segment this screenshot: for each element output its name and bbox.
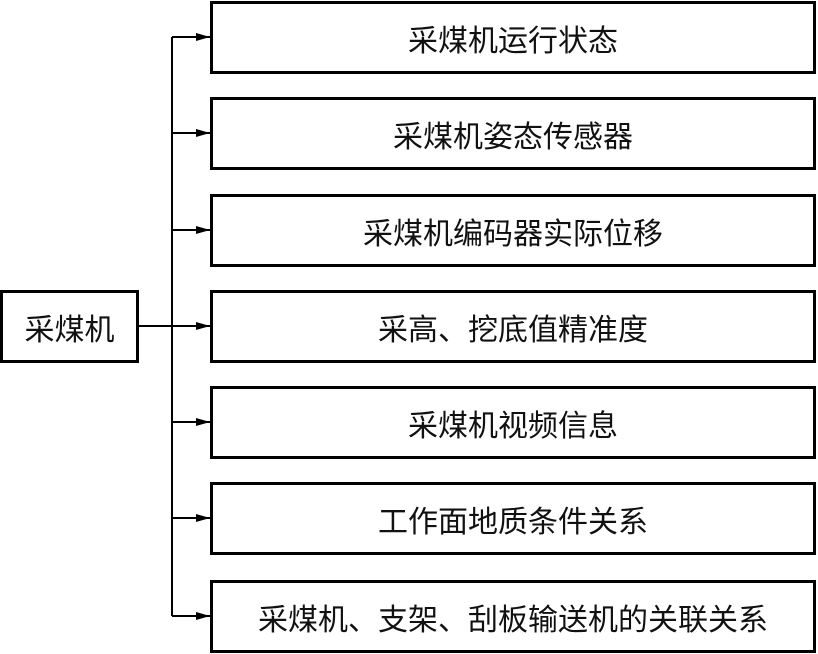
child-label: 采煤机、支架、刮板输送机的关联关系: [258, 602, 768, 638]
child-label: 采高、挖底值精准度: [378, 312, 648, 348]
child-node-5: 工作面地质条件关系: [210, 482, 816, 555]
child-node-1: 采煤机姿态传感器: [210, 97, 816, 170]
child-node-6: 采煤机、支架、刮板输送机的关联关系: [210, 580, 816, 653]
child-label: 工作面地质条件关系: [378, 504, 648, 540]
child-node-2: 采煤机编码器实际位移: [210, 194, 816, 267]
child-node-3: 采高、挖底值精准度: [210, 290, 816, 363]
child-label: 采煤机运行状态: [408, 23, 618, 59]
child-node-0: 采煤机运行状态: [210, 1, 816, 74]
child-label: 采煤机编码器实际位移: [363, 216, 663, 252]
root-node-shearer: 采煤机: [0, 290, 139, 363]
root-label: 采煤机: [24, 312, 115, 348]
child-label: 采煤机姿态传感器: [393, 119, 633, 155]
child-node-4: 采煤机视频信息: [210, 386, 816, 459]
child-label: 采煤机视频信息: [408, 408, 618, 444]
